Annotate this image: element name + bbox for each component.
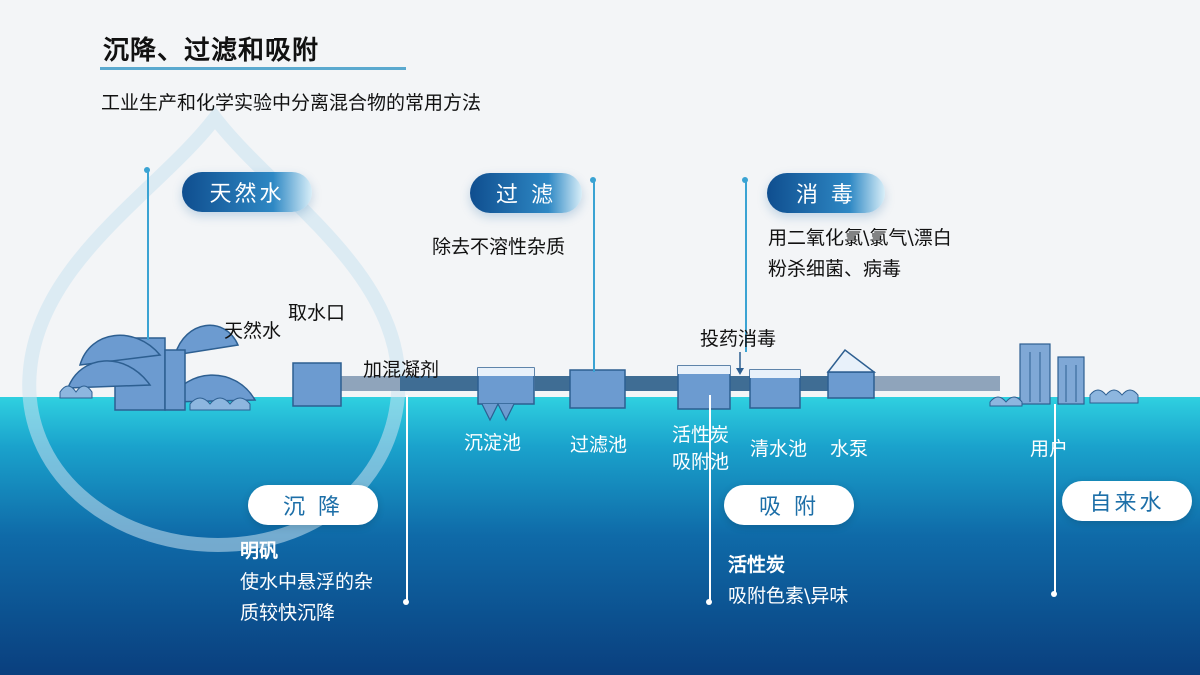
label-natural-water: 天然水 <box>224 320 282 342</box>
connector-dot <box>403 599 409 605</box>
settling-tank-shape <box>477 367 535 422</box>
label-carbon-tank-line2: 吸附池 <box>672 451 730 473</box>
label-dosing: 投药消毒 <box>700 328 777 350</box>
connector-dot <box>144 167 150 173</box>
pump-shape <box>826 348 877 399</box>
pipe-segment-dark <box>800 376 830 391</box>
pill-adsorption: 吸 附 <box>724 485 854 525</box>
connector-sedimentation <box>406 395 408 601</box>
label-settling-tank: 沉淀池 <box>464 432 522 454</box>
disinfection-description-line1: 用二氧化氯\氯气\漂白 <box>768 227 952 249</box>
carbon-tank-shape <box>677 365 731 410</box>
connector-filtration <box>593 180 595 372</box>
pill-tap-water: 自来水 <box>1062 481 1192 521</box>
sedimentation-description-line1: 使水中悬浮的杂 <box>240 571 374 593</box>
adsorption-description-line1: 吸附色素\异味 <box>728 585 849 607</box>
pipe-segment-dark <box>625 376 680 391</box>
label-user: 用户 <box>1030 438 1069 460</box>
connector-dot <box>706 599 712 605</box>
connector-dot <box>590 177 596 183</box>
pipe-segment-dark <box>535 376 570 391</box>
label-filter-tank: 过滤池 <box>570 434 628 456</box>
pipe-segment-dark <box>730 376 750 391</box>
connector-disinfection <box>745 180 747 352</box>
label-clear-water-tank: 清水池 <box>750 438 808 460</box>
natural-water-scene <box>59 324 257 411</box>
label-carbon-tank-line1: 活性炭 <box>672 424 730 446</box>
water-drop-outline <box>22 106 406 553</box>
connector-dot <box>1051 591 1057 597</box>
pill-disinfection: 消 毒 <box>767 173 885 213</box>
label-intake: 取水口 <box>288 302 346 324</box>
connector-natural-water <box>147 170 149 340</box>
sedimentation-heading: 明矾 <box>240 540 279 562</box>
sedimentation-description-line2: 质较快沉降 <box>240 602 336 624</box>
connector-adsorption <box>709 395 711 601</box>
filter-tank-shape <box>569 369 626 409</box>
pill-sedimentation: 沉 降 <box>248 485 378 525</box>
intake-box <box>292 362 342 407</box>
page-subtitle: 工业生产和化学实验中分离混合物的常用方法 <box>101 92 482 114</box>
page-title: 沉降、过滤和吸附 <box>103 36 320 66</box>
pipe-segment-dark <box>400 376 480 391</box>
connector-tap-water <box>1054 404 1056 594</box>
pill-natural-water: 天然水 <box>182 172 312 212</box>
label-pump: 水泵 <box>830 438 869 460</box>
disinfection-description-line2: 粉杀细菌、病毒 <box>768 258 902 280</box>
user-buildings <box>989 343 1139 407</box>
filtration-description: 除去不溶性杂质 <box>432 236 566 258</box>
connector-dot <box>742 177 748 183</box>
water-band <box>0 397 1200 675</box>
title-underline <box>100 67 406 70</box>
label-coagulant: 加混凝剂 <box>363 359 440 381</box>
clear-water-tank-shape <box>749 369 801 409</box>
pill-filtration: 过 滤 <box>470 173 582 213</box>
adsorption-heading: 活性炭 <box>728 554 786 576</box>
